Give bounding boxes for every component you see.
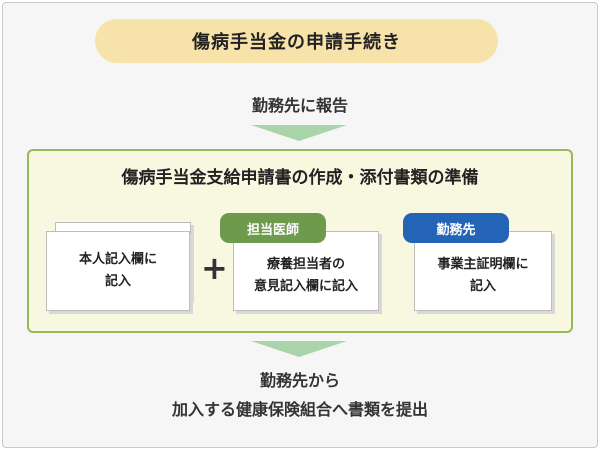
tag-employer: 勤務先 bbox=[403, 213, 509, 243]
tag-doctor: 担当医師 bbox=[220, 213, 326, 243]
card-employer-entry: 事業主証明欄に 記入 bbox=[414, 231, 552, 311]
down-arrow-icon bbox=[251, 125, 347, 141]
step-submit-line-2: 加入する健康保険組合へ書類を提出 bbox=[171, 400, 428, 419]
card-line: 記入 bbox=[104, 274, 131, 289]
card-line: 記入 bbox=[469, 279, 496, 294]
diagram-title: 傷病手当金の申請手続き bbox=[95, 19, 498, 63]
card-line: 療養担当者の bbox=[266, 257, 345, 272]
card-line: 事業主証明欄に bbox=[437, 257, 529, 272]
card-self-entry: 本人記入欄に 記入 bbox=[46, 231, 190, 311]
card-line: 本人記入欄に bbox=[78, 252, 157, 267]
step-submit-line-1: 勤務先から bbox=[259, 371, 340, 390]
card-line: 意見記入欄に記入 bbox=[253, 279, 358, 294]
step-report-to-employer: 勤務先に報告 bbox=[251, 96, 348, 115]
plus-icon: + bbox=[201, 249, 228, 287]
card-doctor-entry: 療養担当者の 意見記入欄に記入 bbox=[233, 231, 379, 311]
down-arrow-icon bbox=[251, 341, 347, 357]
panel-title: 傷病手当金支給申請書の作成・添付書類の準備 bbox=[121, 168, 479, 188]
